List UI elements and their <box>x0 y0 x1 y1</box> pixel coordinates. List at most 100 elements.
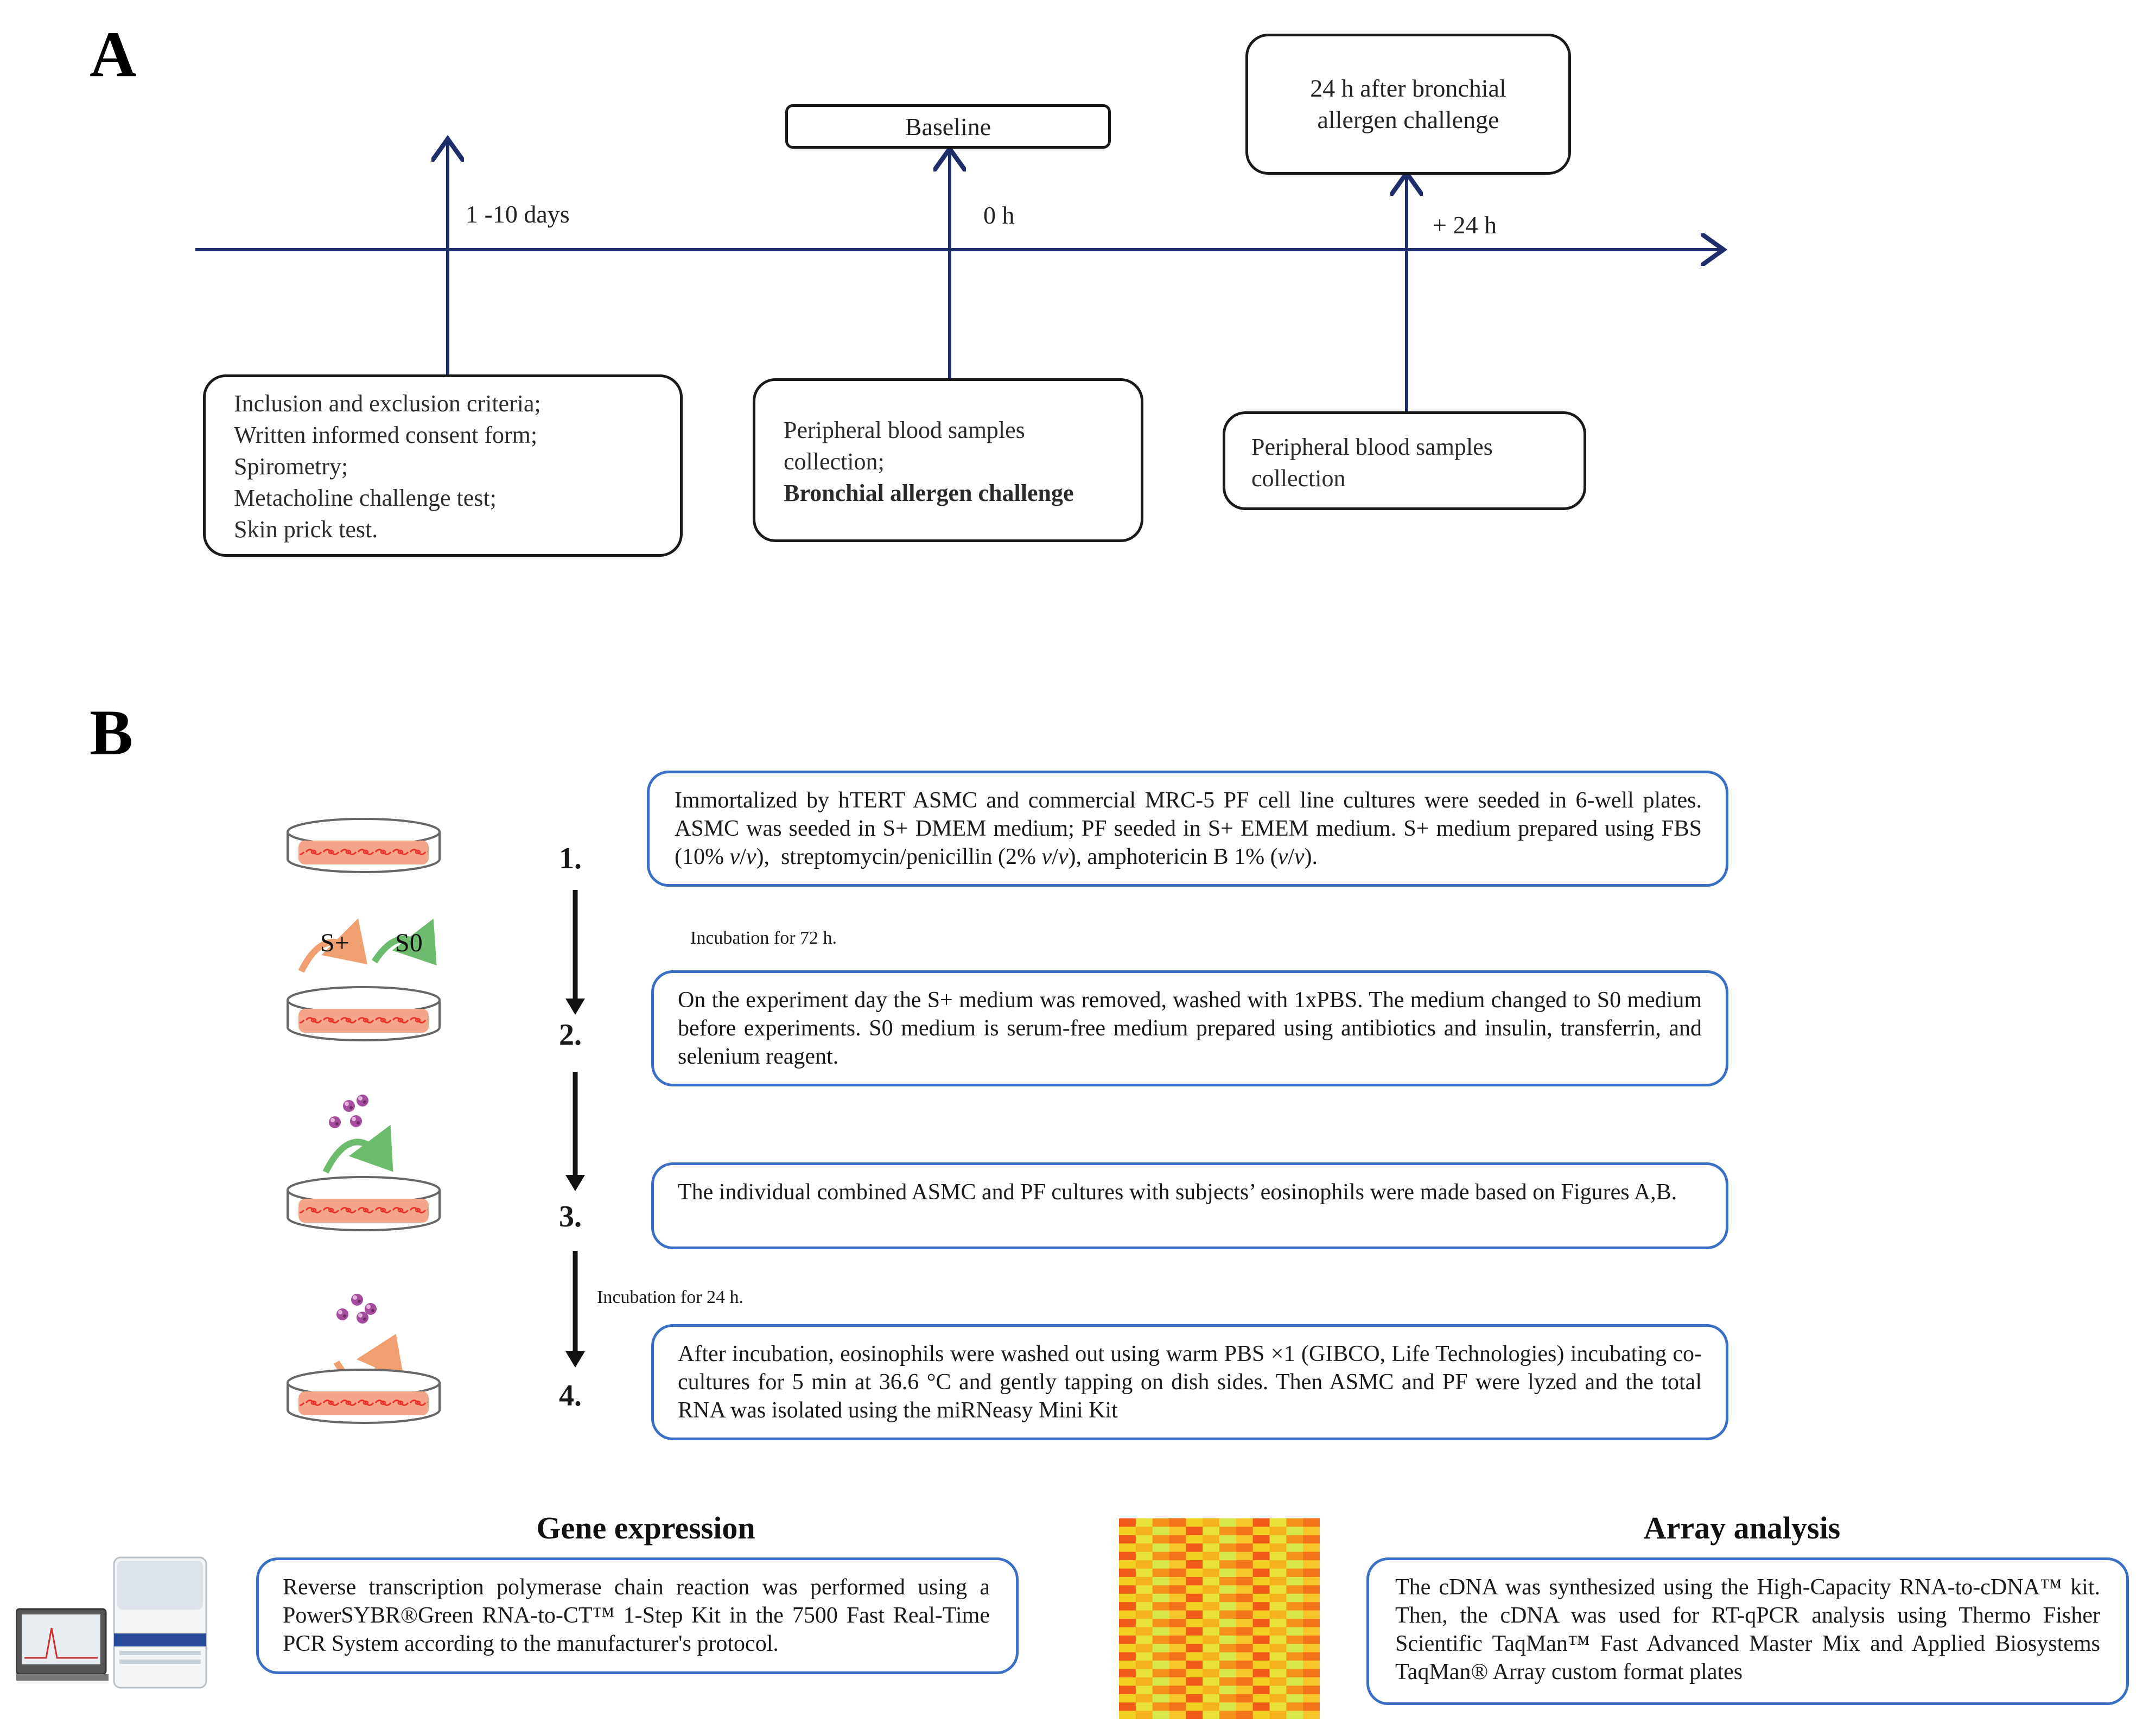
heatmap-cell <box>1269 1669 1287 1678</box>
heatmap-cell <box>1119 1535 1136 1544</box>
heatmap-cell <box>1236 1677 1254 1686</box>
heatmap-cell <box>1119 1518 1136 1527</box>
heatmap-cell <box>1252 1694 1270 1703</box>
screening-line: Metacholine challenge test; <box>234 485 497 511</box>
heatmap-cell <box>1203 1661 1220 1669</box>
heatmap-cell <box>1269 1710 1287 1719</box>
heatmap-cell <box>1186 1710 1203 1719</box>
heatmap-cell <box>1236 1551 1254 1561</box>
heatmap-cell <box>1152 1619 1169 1627</box>
heatmap-cell <box>1303 1560 1320 1569</box>
heatmap-cell <box>1169 1677 1186 1686</box>
gene-expression-title: Gene expression <box>536 1510 755 1546</box>
heatmap-cell <box>1286 1518 1303 1527</box>
heatmap-cell <box>1186 1576 1203 1586</box>
heatmap-cell <box>1219 1694 1237 1703</box>
heatmap-cell <box>1236 1568 1254 1578</box>
heatmap-cell <box>1186 1551 1203 1561</box>
heatmap-cell <box>1169 1568 1186 1578</box>
heatmap-cell <box>1186 1527 1203 1536</box>
heatmap-cell <box>1203 1635 1220 1644</box>
heatmap-cell <box>1252 1610 1270 1619</box>
heatmap-cell <box>1252 1669 1270 1678</box>
eosinophil <box>357 1312 368 1324</box>
eosinophil <box>357 1095 368 1107</box>
heatmap-cell <box>1135 1635 1153 1644</box>
heatmap-cell <box>1152 1543 1169 1553</box>
heatmap-cell <box>1269 1652 1287 1661</box>
heatmap-cell <box>1219 1535 1237 1544</box>
heatmap-cell <box>1119 1677 1136 1686</box>
heatmap-cell <box>1269 1527 1287 1536</box>
heatmap-cell <box>1152 1568 1169 1578</box>
heatmap-cell <box>1186 1694 1203 1703</box>
heatmap-cell <box>1286 1527 1303 1536</box>
heatmap-cell <box>1135 1694 1153 1703</box>
heatmap-cell <box>1169 1635 1186 1644</box>
heatmap-cell <box>1236 1527 1254 1536</box>
eosinophil-add-arrow <box>322 1124 393 1174</box>
heatmap-cell <box>1186 1635 1203 1644</box>
incubation-72h-label: Incubation for 72 h. <box>690 928 837 948</box>
heatmap-cell <box>1286 1627 1303 1636</box>
bronchial-challenge-label: Bronchial allergen challenge <box>784 480 1074 506</box>
heatmap-cell <box>1119 1602 1136 1611</box>
heatmap-cell <box>1252 1527 1270 1536</box>
heatmap-cell <box>1219 1635 1237 1644</box>
heatmap-cell <box>1286 1576 1303 1586</box>
heatmap-cell <box>1303 1535 1320 1544</box>
heatmap-cell <box>1186 1585 1203 1594</box>
heatmap-cell <box>1286 1635 1303 1644</box>
heatmap-cell <box>1303 1702 1320 1712</box>
heatmap-cell <box>1269 1576 1287 1586</box>
heatmap-cell <box>1286 1560 1303 1569</box>
heatmap-cell <box>1119 1686 1136 1695</box>
heatmap-cell <box>1286 1669 1303 1678</box>
array-analysis-title: Array analysis <box>1643 1510 1841 1546</box>
heatmap-cell <box>1135 1593 1153 1603</box>
heatmap-cell <box>1269 1543 1287 1553</box>
heatmap-cell <box>1152 1527 1169 1536</box>
heatmap-cell <box>1119 1635 1136 1644</box>
step-3-box: The individual combined ASMC and PF cult… <box>651 1162 1728 1249</box>
heatmap-cell <box>1186 1610 1203 1619</box>
heatmap-cell <box>1303 1568 1320 1578</box>
heatmap-cell <box>1219 1576 1237 1586</box>
baseline-label: Baseline <box>905 112 991 141</box>
heatmap-cell <box>1236 1635 1254 1644</box>
heatmap-cell <box>1203 1593 1220 1603</box>
step-number-4: 4. <box>559 1379 582 1413</box>
heatmap-cell <box>1269 1686 1287 1695</box>
heatmap-cell <box>1286 1543 1303 1553</box>
heatmap-cell <box>1219 1568 1237 1578</box>
gene-expression-box: Reverse transcription polymerase chain r… <box>256 1557 1019 1674</box>
heatmap-cell <box>1152 1585 1169 1594</box>
heatmap-cell <box>1152 1535 1169 1544</box>
screening-box: Inclusion and exclusion criteria; Writte… <box>203 374 683 557</box>
medium-label-splus: S+ <box>320 929 349 957</box>
step-4-box: After incubation, eosinophils were washe… <box>651 1324 1728 1440</box>
heatmap-cell <box>1152 1694 1169 1703</box>
heatmap-cell <box>1152 1677 1169 1686</box>
heatmap-cell <box>1252 1661 1270 1669</box>
heatmap-cell <box>1203 1568 1220 1578</box>
heatmap-cell <box>1236 1661 1254 1669</box>
heatmap-cell <box>1303 1551 1320 1561</box>
heatmap-cell <box>1219 1593 1237 1603</box>
eosinophil <box>336 1308 348 1320</box>
heatmap-cell <box>1252 1619 1270 1627</box>
heatmap-cell <box>1152 1652 1169 1661</box>
heatmap-cell <box>1286 1702 1303 1712</box>
heatmap-cell <box>1303 1669 1320 1678</box>
gene-expression-text: Reverse transcription polymerase chain r… <box>283 1575 990 1656</box>
heatmap-cell <box>1119 1585 1136 1594</box>
heatmap-cell <box>1252 1543 1270 1553</box>
heatmap-cell <box>1152 1669 1169 1678</box>
heatmap-cell <box>1252 1627 1270 1636</box>
heatmap-cell <box>1303 1652 1320 1661</box>
heatmap-cell <box>1169 1627 1186 1636</box>
heatmap-cell <box>1169 1661 1186 1669</box>
heatmap-cell <box>1169 1560 1186 1569</box>
heatmap-cell <box>1186 1644 1203 1653</box>
